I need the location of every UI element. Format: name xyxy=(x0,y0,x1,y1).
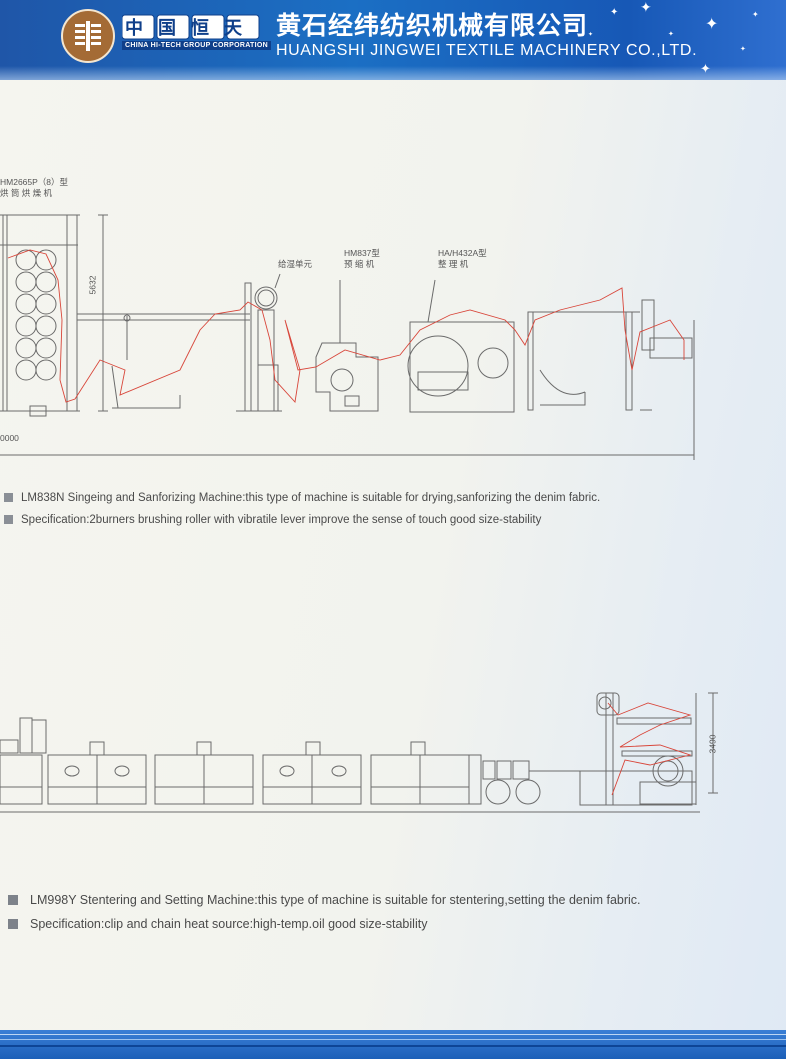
bullet-square-icon xyxy=(8,895,18,905)
dim-height-label: 5632 xyxy=(87,275,98,295)
stentering-setting-diagram: 3490 xyxy=(0,685,730,820)
star-icon: ✦ xyxy=(705,16,719,33)
star-icon: ✦ xyxy=(752,10,759,19)
star-icon: ✦ xyxy=(740,46,746,53)
bullet-square-icon xyxy=(4,493,13,502)
dim-length-label: 0000 xyxy=(0,433,19,443)
dim-height-label: 3490 xyxy=(707,734,718,754)
section1-line1: LM838N Singeing and Sanforizing Machine:… xyxy=(4,492,600,504)
section1-line2: Specification:2burners brushing roller w… xyxy=(4,514,541,526)
footer-band xyxy=(0,1030,786,1059)
bullet-square-icon xyxy=(4,515,13,524)
hm837-model-label: HM837型 xyxy=(344,248,380,258)
section2-line2: Specification:clip and chain heat source… xyxy=(8,917,427,931)
company-logo xyxy=(61,9,115,63)
ha-name-label: 整 理 机 xyxy=(438,259,469,269)
dryer-name-label: 烘 筒 烘 燥 机 xyxy=(0,188,52,198)
ha-model-label: HA/H432A型 xyxy=(438,248,487,258)
company-name-cn: 黄石经纬纺织机械有限公司 xyxy=(276,11,589,40)
star-icon: ✦ xyxy=(640,0,652,15)
star-icon: ✦ xyxy=(668,31,674,38)
bullet-square-icon xyxy=(8,919,18,929)
dryer-model-label: HM2665P（8）型 xyxy=(0,177,69,187)
singeing-sanforizing-diagram: HM2665P（8）型 烘 筒 烘 燥 机 给湿单元 HM837型 预 缩 机 … xyxy=(0,170,700,460)
damp-unit-label: 给湿单元 xyxy=(278,259,313,269)
brand-name-cn: 中国恒天 xyxy=(122,14,260,40)
hm837-name-label: 预 缩 机 xyxy=(344,259,375,269)
brand-name-en: CHINA HI-TECH GROUP CORPORATION xyxy=(122,41,271,50)
header-banner: 中国恒天 CHINA HI-TECH GROUP CORPORATION 黄石经… xyxy=(0,0,786,80)
brand-cn-text: 中国恒天 xyxy=(125,17,257,39)
star-icon: ✦ xyxy=(610,7,619,18)
star-icon: ✦ xyxy=(588,32,594,38)
section2-line1: LM998Y Stentering and Setting Machine:th… xyxy=(8,893,641,907)
company-name-en: HUANGSHI JINGWEI TEXTILE MACHINERY CO.,L… xyxy=(276,42,698,59)
